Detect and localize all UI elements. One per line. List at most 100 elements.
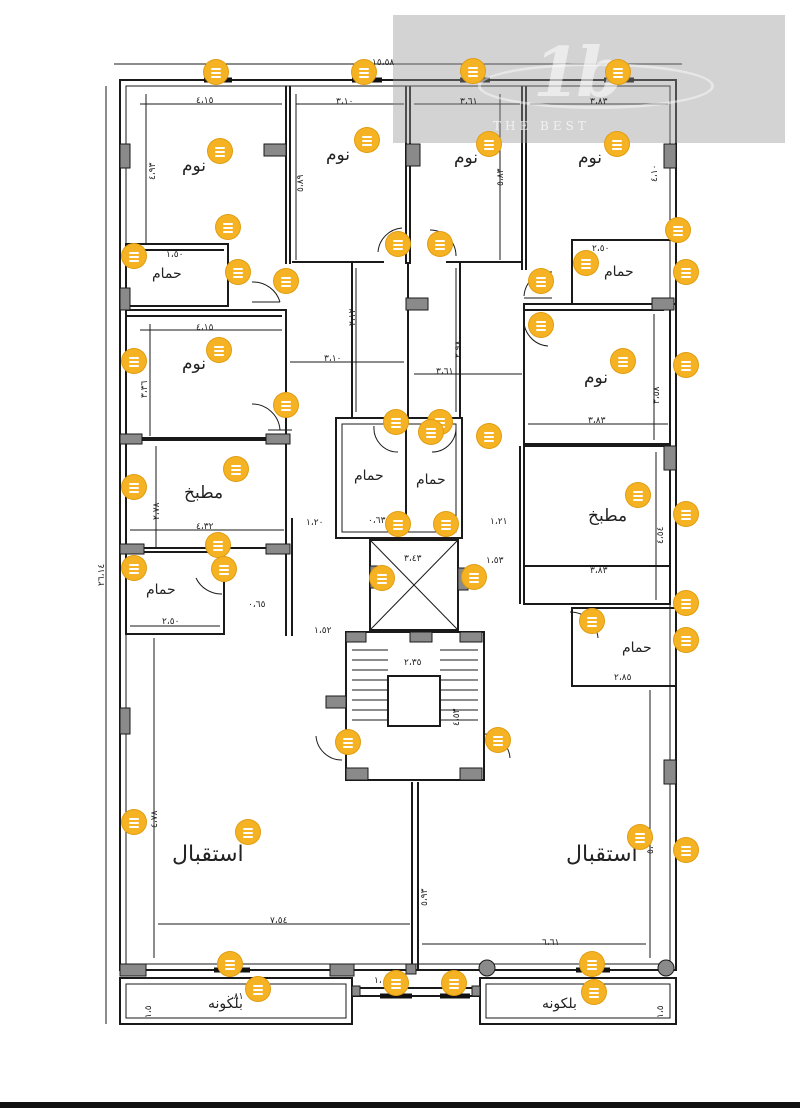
dimension-label: ٤،١٠ (650, 164, 660, 182)
watermark-logo: 1b THE BEST (393, 15, 785, 143)
room-label-bed5: نوم (182, 354, 207, 374)
note-marker-icon[interactable] (386, 232, 410, 256)
dimension-label: ٢،٧٨ (152, 502, 162, 520)
note-marker-icon[interactable] (207, 338, 231, 362)
room-label-bed4: نوم (578, 148, 603, 168)
room-label-bed1: نوم (182, 156, 207, 176)
dimension-label: ٣،٤٣ (404, 554, 422, 564)
note-marker-icon[interactable] (208, 139, 232, 163)
dimension-label: ٣،٦١ (436, 367, 454, 377)
note-marker-icon[interactable] (370, 566, 394, 590)
room-label-bath4: حمام (416, 472, 446, 488)
dimension-label: ١،٠٢ (374, 976, 392, 986)
dimension-label: ٣،٨٣ (588, 416, 606, 426)
dimension-label: ٧،٥٤ (270, 916, 288, 926)
note-marker-icon[interactable] (274, 393, 298, 417)
note-marker-icon[interactable] (606, 60, 630, 84)
dimension-label: ٤،٩٣ (148, 162, 158, 180)
note-marker-icon[interactable] (122, 810, 146, 834)
note-marker-icon[interactable] (529, 313, 553, 337)
note-marker-icon[interactable] (204, 60, 228, 84)
note-marker-icon[interactable] (355, 128, 379, 152)
dimension-label: ٤،٣٢ (196, 522, 214, 532)
room-label-bath3: حمام (354, 468, 384, 484)
note-marker-icon[interactable] (674, 628, 698, 652)
note-marker-icon[interactable] (218, 952, 242, 976)
note-marker-icon[interactable] (442, 971, 466, 995)
dimension-label: ٢،٨٥ (614, 673, 632, 683)
note-marker-icon[interactable] (224, 457, 248, 481)
note-marker-icon[interactable] (419, 420, 443, 444)
note-marker-icon[interactable] (582, 980, 606, 1004)
note-marker-icon[interactable] (122, 349, 146, 373)
dimension-label: ٣،١٠ (336, 97, 354, 107)
room-label-bed2: نوم (326, 145, 351, 165)
note-marker-icon[interactable] (216, 215, 240, 239)
note-marker-icon[interactable] (611, 349, 635, 373)
dimension-label: ٢،٣٥ (404, 658, 422, 668)
dimension-label: ١،٥٠ (166, 250, 184, 260)
note-marker-icon[interactable] (212, 557, 236, 581)
note-marker-icon[interactable] (352, 60, 376, 84)
note-marker-icon[interactable] (122, 475, 146, 499)
note-marker-icon[interactable] (674, 838, 698, 862)
note-marker-icon[interactable] (477, 424, 501, 448)
note-marker-icon[interactable] (580, 609, 604, 633)
note-marker-icon[interactable] (605, 132, 629, 156)
note-marker-icon[interactable] (574, 251, 598, 275)
dimension-label: ٢٦،١٤ (97, 563, 107, 586)
note-marker-icon[interactable] (529, 269, 553, 293)
dimension-label: ٦،٦١ (542, 938, 560, 948)
note-marker-icon[interactable] (486, 728, 510, 752)
room-label-bath5: حمام (146, 582, 176, 598)
note-marker-icon[interactable] (461, 59, 485, 83)
note-marker-icon[interactable] (666, 218, 690, 242)
room-label-bath6: حمام (622, 640, 652, 656)
note-marker-icon[interactable] (246, 977, 270, 1001)
dimension-label: ٥،٩٣ (420, 888, 430, 906)
note-marker-icon[interactable] (236, 820, 260, 844)
dimension-label: ٣،٣٦ (140, 380, 150, 398)
dimension-label: ٤،٥٣ (452, 708, 462, 726)
room-label-bed6: نوم (584, 368, 609, 388)
dimension-label: ٣،١٠ (324, 354, 342, 364)
dimension-label: ٢،٩٨ (454, 340, 464, 358)
note-marker-icon[interactable] (336, 730, 360, 754)
note-marker-icon[interactable] (384, 971, 408, 995)
room-label-recep2: استقبال (566, 842, 638, 867)
note-marker-icon[interactable] (580, 952, 604, 976)
note-marker-icon[interactable] (122, 556, 146, 580)
dimension-label: ١،٥ (144, 1005, 154, 1018)
note-marker-icon[interactable] (386, 512, 410, 536)
note-marker-icon[interactable] (226, 260, 250, 284)
note-marker-icon[interactable] (626, 483, 650, 507)
room-label-bath2: حمام (604, 264, 634, 280)
note-marker-icon[interactable] (384, 410, 408, 434)
note-marker-icon[interactable] (462, 565, 486, 589)
dimension-label: ٢،٥٠ (162, 617, 180, 627)
note-marker-icon[interactable] (674, 260, 698, 284)
note-marker-icon[interactable] (674, 502, 698, 526)
logo-ring-shape (478, 63, 714, 109)
note-marker-icon[interactable] (674, 353, 698, 377)
dimension-label: ١،٥ (656, 1005, 666, 1018)
note-marker-icon[interactable] (274, 269, 298, 293)
note-marker-icon[interactable] (122, 244, 146, 268)
note-marker-icon[interactable] (434, 512, 458, 536)
note-marker-icon[interactable] (674, 591, 698, 615)
note-marker-icon[interactable] (428, 232, 452, 256)
dimension-label: ٢،٥٠ (592, 244, 610, 254)
dimension-label: ٤،٧٨ (150, 810, 160, 828)
outer-wall (119, 79, 677, 971)
dimension-label: ٠،٦٣ (368, 516, 386, 526)
note-marker-icon[interactable] (628, 825, 652, 849)
dimension-label: ٥،٨٣ (496, 168, 506, 186)
dimension-label: ٣،٨٣ (590, 566, 608, 576)
note-marker-icon[interactable] (477, 132, 501, 156)
note-marker-icon[interactable] (206, 533, 230, 557)
room-label-balc2: بلكونه (542, 996, 577, 1012)
dimension-label: ٢،١٢ (348, 308, 358, 326)
room-label-balc1: بلكونه (208, 996, 243, 1012)
dimension-label: ٣،٨٣ (590, 97, 608, 107)
